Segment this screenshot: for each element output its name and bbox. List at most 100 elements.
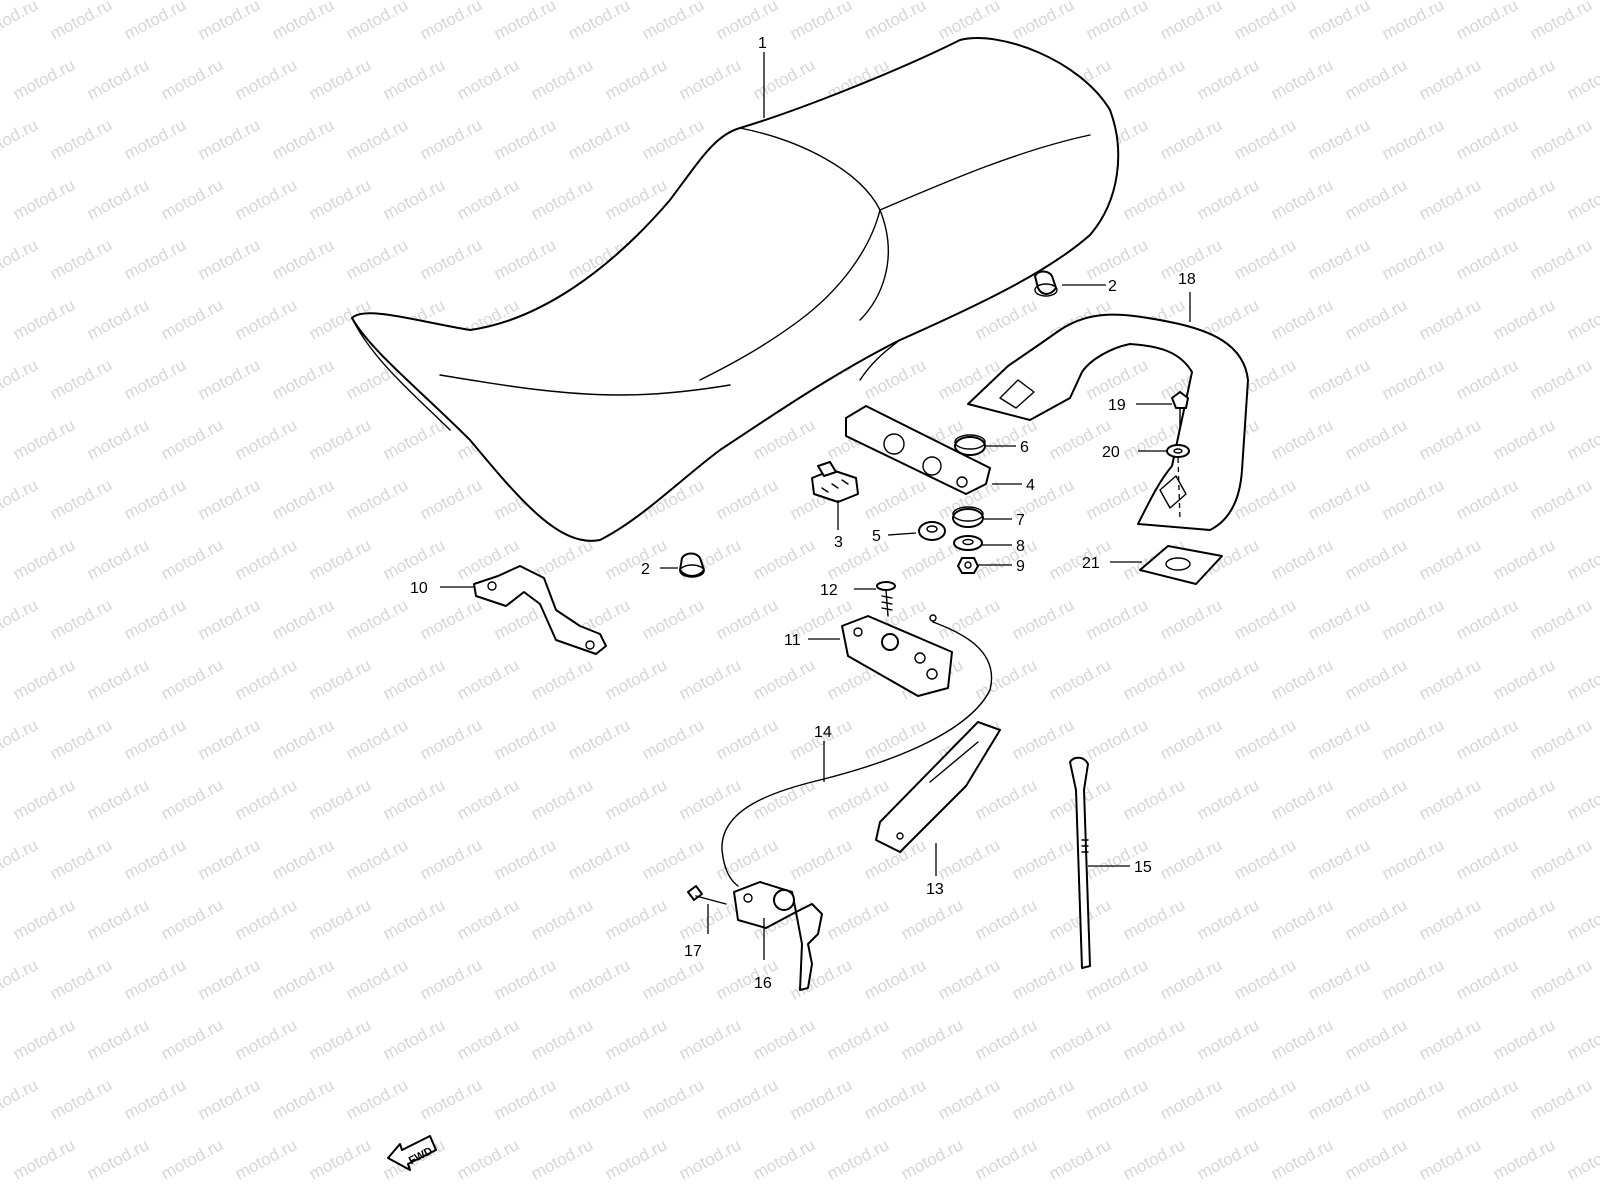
watermark-text: motod.ru: [380, 895, 448, 943]
nut-part[interactable]: [957, 557, 979, 574]
watermark-text: motod.ru: [380, 175, 448, 223]
watermark-text: motod.ru: [1268, 295, 1336, 343]
watermark-text: motod.ru: [343, 235, 411, 283]
watermark-text: motod.ru: [417, 0, 485, 44]
watermark-text: motod.ru: [1342, 655, 1410, 703]
watermark-text: motod.ru: [1527, 355, 1595, 403]
bracket-plate-part[interactable]: [845, 405, 991, 495]
watermark-text: motod.ru: [417, 595, 485, 643]
watermark-text: motod.ru: [824, 775, 892, 823]
watermark-text: motod.ru: [0, 235, 41, 283]
watermark-text: motod.ru: [1305, 355, 1373, 403]
watermark-text: motod.ru: [1490, 415, 1558, 463]
watermark-text: motod.ru: [1268, 1135, 1336, 1183]
callout-20: 20: [1102, 444, 1120, 461]
callout-12: 12: [820, 582, 838, 599]
watermark-text: motod.ru: [1527, 0, 1595, 44]
switch-part[interactable]: [811, 461, 859, 503]
watermark-text: motod.ru: [0, 595, 41, 643]
grommet-part[interactable]: [918, 521, 946, 541]
rail-washer-part[interactable]: [1166, 444, 1190, 458]
band-part[interactable]: [1069, 756, 1091, 969]
watermark-text: motod.ru: [898, 1015, 966, 1063]
watermark-text: motod.ru: [195, 955, 263, 1003]
watermark-text: motod.ru: [1009, 0, 1077, 44]
rail-plate-part[interactable]: [1139, 545, 1223, 585]
watermark-text: motod.ru: [1416, 775, 1484, 823]
watermark-text: motod.ru: [10, 655, 78, 703]
watermark-text: motod.ru: [972, 415, 1040, 463]
watermark-text: motod.ru: [1490, 535, 1558, 583]
watermark-text: motod.ru: [232, 535, 300, 583]
watermark-text: motod.ru: [750, 655, 818, 703]
watermark-text: motod.ru: [861, 475, 929, 523]
watermark-text: motod.ru: [306, 1015, 374, 1063]
watermark-text: motod.ru: [0, 1075, 41, 1123]
watermark-text: motod.ru: [1194, 775, 1262, 823]
seat-part[interactable]: [351, 37, 1120, 542]
watermark-text: motod.ru: [1453, 475, 1521, 523]
screw-part[interactable]: [876, 581, 896, 617]
watermark-text: motod.ru: [1120, 775, 1188, 823]
watermark-text: motod.ru: [1194, 175, 1262, 223]
watermark-text: motod.ru: [454, 895, 522, 943]
watermark-text: motod.ru: [1490, 175, 1558, 223]
bolt-part[interactable]: [687, 885, 727, 905]
cushion-part-upper[interactable]: [1034, 270, 1058, 297]
watermark-text: motod.ru: [491, 115, 559, 163]
watermark-text: motod.ru: [1009, 595, 1077, 643]
watermark-text: motod.ru: [1490, 1135, 1558, 1183]
watermark-text: motod.ru: [898, 895, 966, 943]
watermark-text: motod.ru: [269, 595, 337, 643]
watermark-text: motod.ru: [84, 655, 152, 703]
watermark-text: motod.ru: [454, 175, 522, 223]
watermark-text: motod.ru: [158, 55, 226, 103]
watermark-text: motod.ru: [787, 0, 855, 44]
watermark-text: motod.ru: [1305, 835, 1373, 883]
watermark-text: motod.ru: [380, 1015, 448, 1063]
watermark-text: motod.ru: [0, 835, 41, 883]
leader-lines: [440, 52, 1191, 960]
watermark-text: motod.ru: [1083, 715, 1151, 763]
watermark-text: motod.ru: [306, 535, 374, 583]
damper-part[interactable]: [954, 434, 986, 456]
callout-7: 7: [1016, 512, 1025, 529]
watermark-text: motod.ru: [1490, 895, 1558, 943]
cushion-part-lower[interactable]: [679, 552, 705, 578]
rail-bolt-part[interactable]: [1171, 391, 1189, 427]
cover-pad-part[interactable]: [875, 721, 1001, 853]
callout-10: 10: [410, 580, 428, 597]
watermark-text: motod.ru: [380, 775, 448, 823]
cable-part[interactable]: [721, 614, 993, 887]
watermark-text: motod.ru: [1453, 115, 1521, 163]
watermark-text: motod.ru: [195, 715, 263, 763]
watermark-text: motod.ru: [47, 595, 115, 643]
watermark-text: motod.ru: [787, 955, 855, 1003]
washer-part[interactable]: [953, 535, 983, 551]
watermark-text: motod.ru: [861, 1075, 929, 1123]
watermark-text: motod.ru: [1564, 1015, 1600, 1063]
collar-part[interactable]: [952, 506, 984, 528]
watermark-text: motod.ru: [84, 1135, 152, 1183]
watermark-text: motod.ru: [787, 1075, 855, 1123]
watermark-text: motod.ru: [676, 775, 744, 823]
watermark-text: motod.ru: [1268, 175, 1336, 223]
watermark-text: motod.ru: [380, 655, 448, 703]
watermark-text: motod.ru: [417, 235, 485, 283]
watermark-text: motod.ru: [1305, 0, 1373, 44]
seat-lock-part[interactable]: [841, 615, 953, 697]
watermark-text: motod.ru: [1379, 955, 1447, 1003]
lock-cylinder-part[interactable]: [733, 881, 823, 991]
seat-bracket-part[interactable]: [473, 565, 607, 655]
watermark-text: motod.ru: [565, 115, 633, 163]
watermark-text: motod.ru: [824, 1135, 892, 1183]
watermark-text: motod.ru: [1453, 715, 1521, 763]
watermark-text: motod.ru: [232, 1015, 300, 1063]
watermark-text: motod.ru: [1305, 115, 1373, 163]
watermark-text: motod.ru: [380, 535, 448, 583]
watermark-text: motod.ru: [121, 355, 189, 403]
watermark-text: motod.ru: [898, 1135, 966, 1183]
watermark-text: motod.ru: [380, 55, 448, 103]
watermark-text: motod.ru: [10, 295, 78, 343]
